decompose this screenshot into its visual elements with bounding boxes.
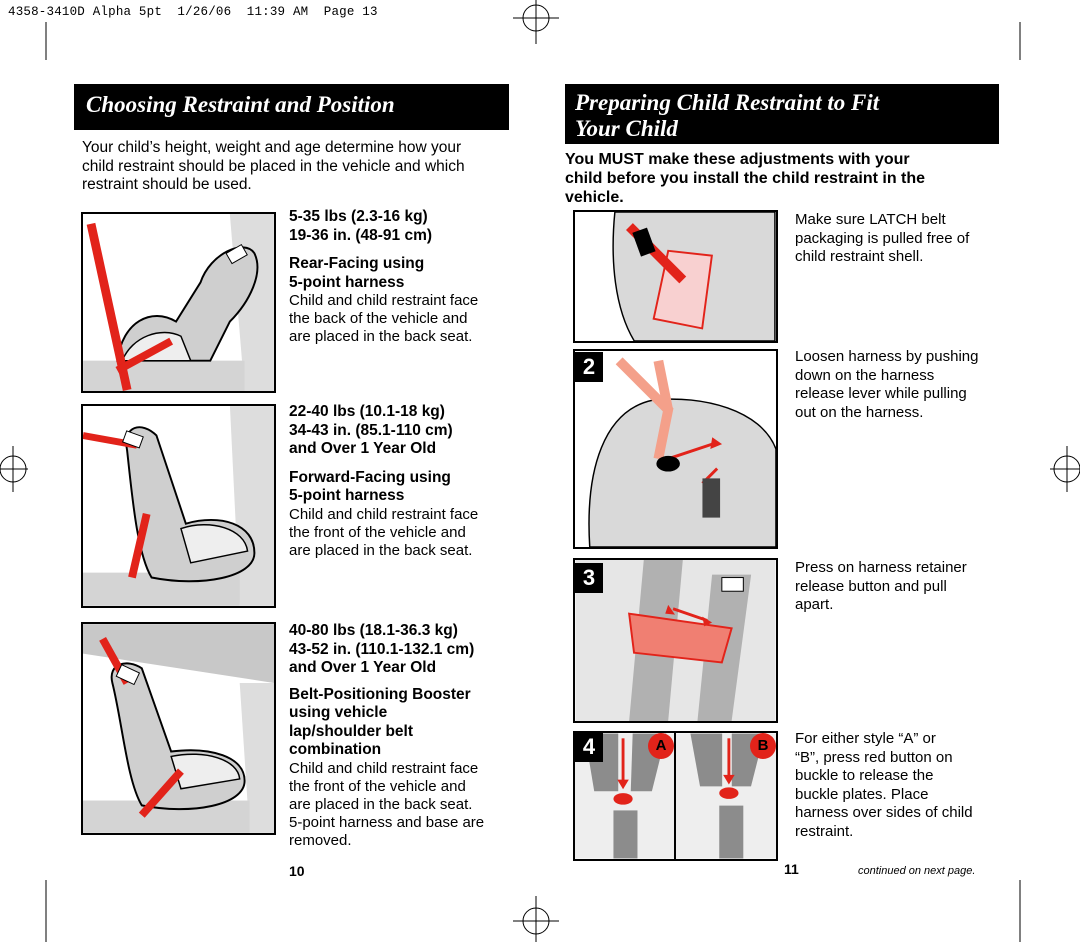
step-4-text: For either style “A” or “B”, press red b…	[795, 730, 1000, 841]
step-2-number: 2	[575, 352, 603, 382]
right-title-banner: Preparing Child Restraint to Fit Your Ch…	[565, 84, 999, 144]
forward-facing-illustration	[81, 404, 276, 608]
step-3-text: Press on harness retainer release button…	[795, 559, 995, 615]
step-line: harness over sides of child	[795, 804, 973, 821]
step-3-number: 3	[575, 563, 603, 593]
step-line: restraint.	[795, 822, 854, 840]
age-line: and Over 1 Year Old	[289, 659, 437, 676]
height-range: 34-43 in. (85.1-110 cm)	[289, 421, 453, 439]
body-line: Child and child restraint face	[289, 505, 479, 523]
booster-illustration	[81, 622, 276, 835]
intro-line: Your child’s height, weight and age dete…	[82, 139, 462, 156]
mode-line: Rear-Facing using	[289, 255, 425, 272]
step-line: Press on harness retainer	[795, 559, 967, 576]
registration-mark-bottom	[513, 896, 559, 942]
body-line: Child and child restraint face	[289, 759, 479, 777]
body-line: Child and child restraint face	[289, 292, 479, 309]
step-line: child restraint shell.	[795, 248, 924, 265]
step-2-text: Loosen harness by pushing down on the ha…	[795, 348, 995, 422]
body-line: 5-point harness and base are	[289, 813, 485, 831]
body-line: are placed in the back seat.	[289, 328, 473, 345]
step-4-number: 4	[575, 732, 603, 762]
mode-line: 5-point harness	[289, 273, 405, 291]
must-notice: You MUST make these adjustments with you…	[565, 150, 1005, 207]
continued-note: continued on next page.	[858, 865, 976, 877]
body-line: removed.	[289, 831, 352, 849]
right-title-line: Preparing Child Restraint to Fit	[575, 90, 880, 115]
body-line: are placed in the back seat.	[289, 795, 473, 813]
step-line: Make sure LATCH belt	[795, 211, 946, 228]
style-a-badge: A	[648, 733, 674, 759]
step-line: buckle plates. Place	[795, 785, 929, 803]
weight-range: 5-35 lbs (2.3-16 kg)	[289, 208, 428, 225]
must-line: vehicle.	[565, 189, 624, 206]
must-line: You MUST make these adjustments with you…	[565, 151, 910, 168]
step-line: Loosen harness by pushing	[795, 348, 979, 365]
print-slug: 4358-3410D Alpha 5pt 1/26/06 11:39 AM Pa…	[8, 5, 378, 19]
step-1-illustration	[573, 210, 778, 343]
step-line: packaging is pulled free of	[795, 229, 970, 247]
mode-line: lap/shoulder belt	[289, 722, 414, 740]
mode-line: Belt-Positioning Booster	[289, 685, 471, 703]
mode-line: using vehicle	[289, 704, 388, 721]
body-line: the front of the vehicle and	[289, 777, 466, 795]
weight-range: 22-40 lbs (10.1-18 kg)	[289, 403, 445, 420]
style-b-badge: B	[750, 733, 776, 759]
age-line: and Over 1 Year Old	[289, 440, 437, 457]
registration-mark-left	[0, 446, 28, 492]
mode-line: combination	[289, 741, 382, 758]
step-line: out on the harness.	[795, 403, 924, 421]
right-title-line: Your Child	[575, 116, 678, 141]
body-line: are placed in the back seat.	[289, 541, 473, 559]
step-line: release button and pull	[795, 577, 947, 595]
must-line: child before you install the child restr…	[565, 170, 926, 187]
left-title-banner: Choosing Restraint and Position	[74, 84, 509, 130]
height-range: 19-36 in. (48-91 cm)	[289, 226, 433, 244]
step-4b-illustration	[674, 731, 778, 861]
mode-line: Forward-Facing using	[289, 468, 451, 486]
step-line: “B”, press red button on	[795, 748, 953, 766]
weight-range: 40-80 lbs (18.1-36.3 kg)	[289, 622, 458, 639]
body-line: the back of the vehicle and	[289, 310, 468, 327]
rear-facing-illustration	[81, 212, 276, 393]
intro-line: restraint should be used.	[82, 176, 252, 193]
section-forward-facing: 22-40 lbs (10.1-18 kg) 34-43 in. (85.1-1…	[289, 403, 519, 560]
left-title: Choosing Restraint and Position	[86, 92, 395, 117]
body-line: the front of the vehicle and	[289, 523, 466, 541]
section-rear-facing: 5-35 lbs (2.3-16 kg) 19-36 in. (48-91 cm…	[289, 208, 519, 346]
section-booster: 40-80 lbs (18.1-36.3 kg) 43-52 in. (110.…	[289, 622, 519, 850]
left-intro: Your child’s height, weight and age dete…	[82, 139, 512, 195]
step-line: release lever while pulling	[795, 385, 967, 402]
registration-mark-top	[513, 0, 559, 44]
registration-mark-right	[1050, 446, 1080, 492]
step-2-illustration	[573, 349, 778, 549]
step-line: down on the harness	[795, 366, 935, 384]
step-3-illustration	[573, 558, 778, 723]
intro-line: child restraint should be placed in the …	[82, 157, 465, 175]
step-line: apart.	[795, 596, 834, 613]
step-line: buckle to release the	[795, 767, 934, 784]
height-range: 43-52 in. (110.1-132.1 cm)	[289, 640, 475, 658]
step-line: For either style “A” or	[795, 730, 936, 747]
step-1-text: Make sure LATCH belt packaging is pulled…	[795, 211, 995, 267]
mode-line: 5-point harness	[289, 487, 405, 504]
right-page-number: 11	[784, 861, 799, 877]
left-page-number: 10	[289, 863, 305, 879]
